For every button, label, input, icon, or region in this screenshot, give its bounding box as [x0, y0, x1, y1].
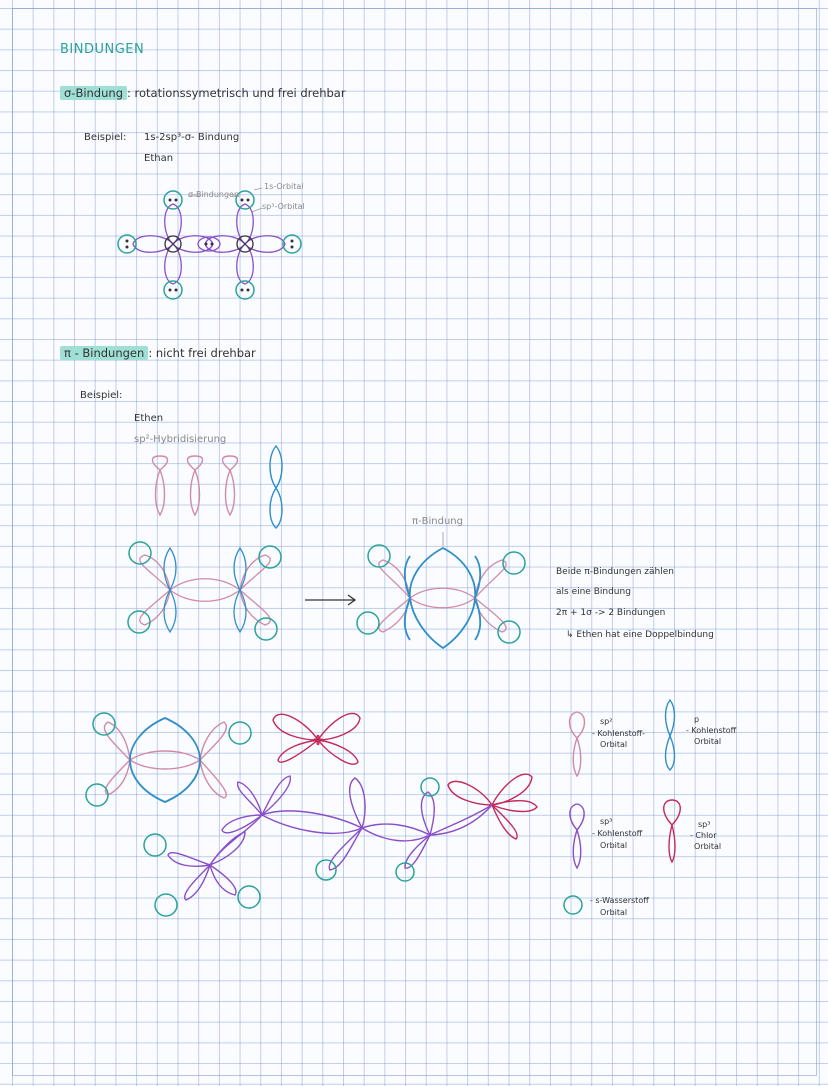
large-molecule-diagram [85, 712, 538, 917]
legend-icons [563, 698, 681, 915]
ethane-label: Ethan [144, 153, 174, 164]
legend-s-line2: Orbital [600, 908, 628, 917]
sigma-example-text: 1s-2sp³-σ- Bindung [144, 132, 240, 143]
note-line-2: als eine Bindung [556, 587, 631, 597]
ethane-diagram [117, 187, 302, 300]
legend-sp3cl-title: sp³ [698, 820, 711, 829]
pi-description: : nicht frei drehbar [148, 346, 256, 360]
sp2-orbitals-row [151, 455, 239, 517]
sigma-bonds-annotation: σ-Bindungen [188, 190, 240, 199]
sp3-orbital-annotation: sp³-Orbital [262, 202, 305, 211]
p-orbital-drawing [269, 444, 283, 529]
sp2-hybridization-label: sp²-Hybridisierung [134, 434, 227, 445]
legend-p-line3: Orbital [694, 737, 722, 746]
sigma-example-label: Beispiel: [84, 132, 127, 143]
pi-bond-label: π-Bindung [412, 516, 463, 527]
note-line-4: ↳ Ethen hat eine Doppelbindung [566, 630, 714, 640]
pi-heading: π - Bindungen: nicht frei drehbar [60, 346, 256, 360]
legend-sp3cl-line2: - Chlor [690, 831, 717, 840]
legend-p-title: p [694, 715, 700, 724]
ethene-diagram-right [356, 532, 526, 650]
note-line-3: 2π + 1σ -> 2 Bindungen [556, 608, 666, 618]
legend-sp3-line3: Orbital [600, 841, 628, 850]
sigma-label: σ-Bindung [60, 86, 127, 100]
sigma-description: rotationssymetrisch und frei drehbar [134, 86, 346, 100]
legend-sp2-line3: Orbital [600, 740, 628, 749]
legend-sp2-title: sp² [600, 717, 613, 726]
legend-p-line2: - Kohlenstoff [686, 726, 737, 735]
sigma-heading: σ-Bindung: rotationssymetrisch und frei … [60, 86, 346, 100]
legend-sp3cl-line3: Orbital [694, 842, 722, 851]
pi-label: π - Bindungen [60, 346, 149, 360]
legend-s-line1: - s-Wasserstoff [590, 896, 649, 905]
ethene-diagram-left [127, 541, 282, 641]
reaction-arrow [305, 594, 357, 606]
note-line-1: Beide π-Bindungen zählen [556, 567, 674, 577]
page-title: BINDUNGEN [60, 42, 145, 57]
legend-sp3-line2: - Kohlenstoff [592, 829, 643, 838]
legend-sp2-line2: - Kohlenstoff- [592, 729, 646, 738]
page-frame [12, 8, 817, 1076]
1s-orbital-annotation: 1s-Orbital [264, 182, 304, 191]
ethene-label: Ethen [134, 413, 164, 424]
sigma-colon: : [127, 86, 131, 100]
pi-example-label: Beispiel: [80, 390, 123, 401]
legend-sp3-title: sp³ [600, 817, 613, 826]
